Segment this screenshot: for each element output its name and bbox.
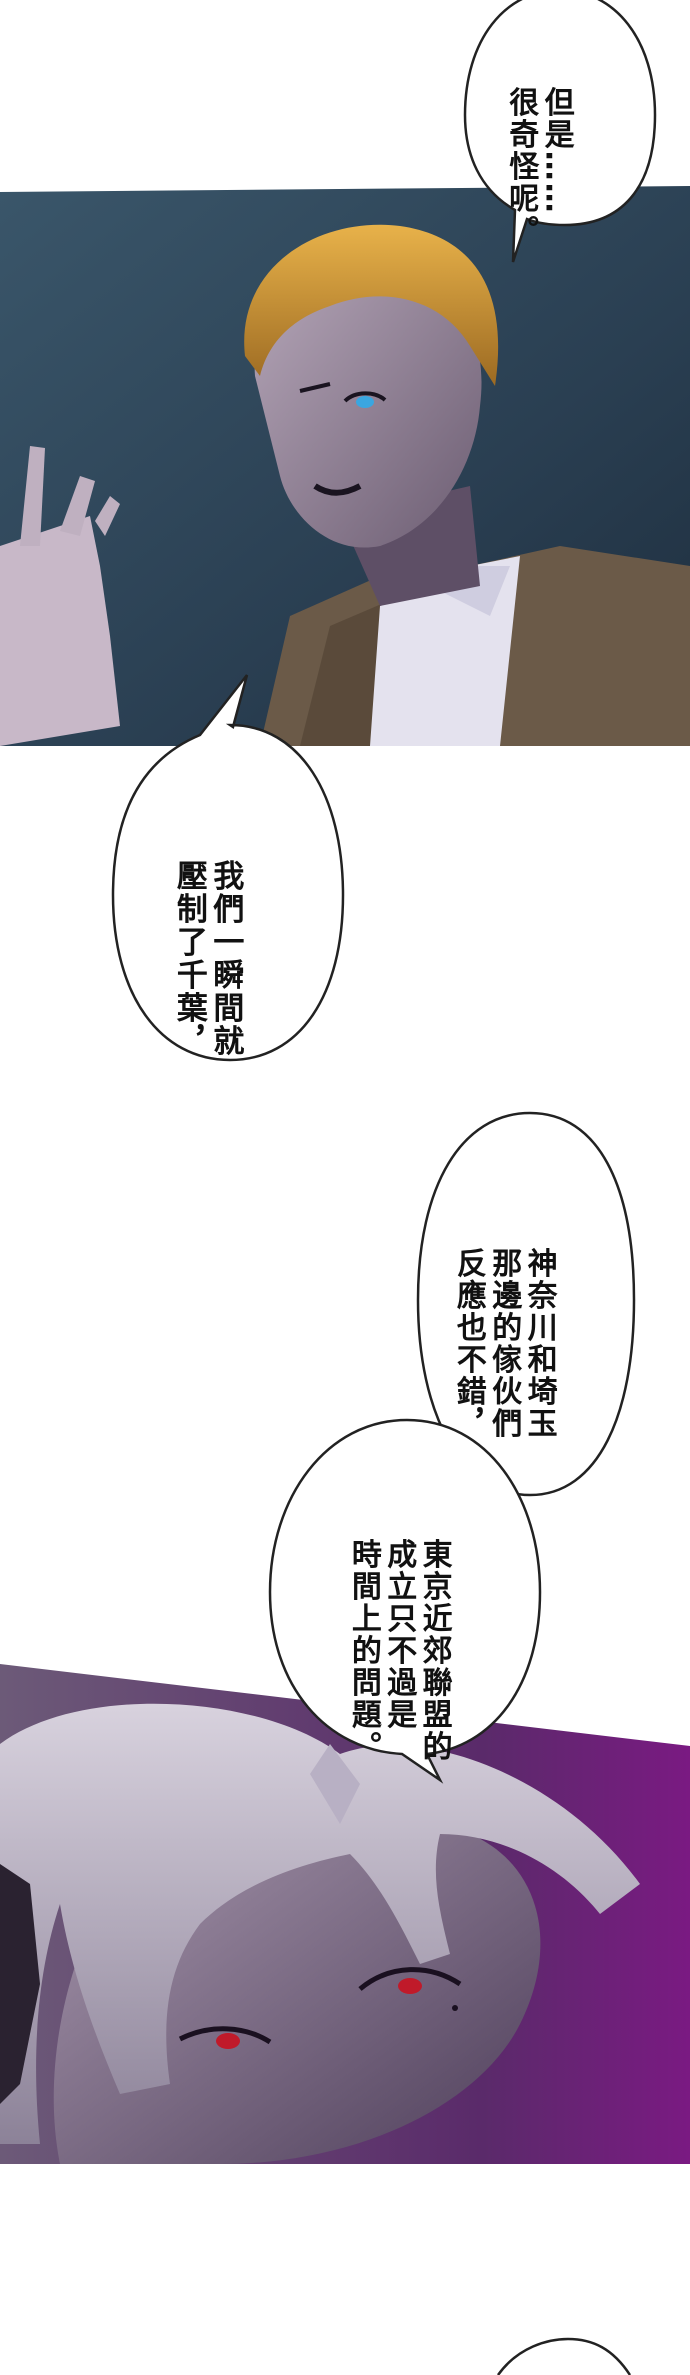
- bubble-4-line-1: 東京近郊聯盟的: [416, 1538, 452, 1763]
- bubble-2-text: 我們一瞬間就 壓制了千葉，: [134, 783, 280, 1058]
- speech-bubble-shape: [111, 674, 345, 1062]
- speech-bubble-shape: [268, 1418, 542, 1784]
- speech-bubble-2: 我們一瞬間就 壓制了千葉，: [105, 665, 350, 1070]
- bubble-3-line-3: 反應也不錯，: [450, 1247, 486, 1440]
- bubble-3-line-1: 神奈川和埼玉: [521, 1247, 557, 1440]
- bubble-1-line-2: 很奇怪呢。: [503, 86, 539, 247]
- bubble-4-line-3: 時間上的問題。: [345, 1538, 381, 1763]
- silver-hair-illustration: [0, 1664, 690, 2164]
- speech-bubble-shape: [416, 1111, 636, 1497]
- bubble-4-line-2: 成立只不過是: [381, 1538, 417, 1731]
- bubble-1-text: 但是…… 很奇怪呢。: [467, 12, 609, 247]
- blonde-man-illustration: [0, 186, 690, 746]
- speech-bubble-partial: [488, 2335, 638, 2375]
- bubble-2-line-2: 壓制了千葉，: [170, 859, 207, 1058]
- panel-silver-hair: [0, 1664, 690, 2164]
- bubble-1-line-1: 但是……: [538, 86, 574, 215]
- bubble-2-line-1: 我們一瞬間就: [207, 859, 244, 1058]
- speech-bubble-4: 東京近郊聯盟的 成立只不過是 時間上的問題。: [262, 1412, 547, 1787]
- bubble-3-text: 神奈川和埼玉 那邊的傢伙們 反應也不錯，: [415, 1173, 592, 1440]
- bubble-3-line-2: 那邊的傢伙們: [486, 1247, 522, 1440]
- speech-bubble-shape: [496, 2337, 632, 2375]
- speech-bubble-shape: [463, 0, 657, 263]
- speech-bubble-1: 但是…… 很奇怪呢。: [455, 0, 665, 280]
- speech-bubble-3: 神奈川和埼玉 那邊的傢伙們 反應也不錯，: [410, 1105, 640, 1505]
- bubble-4-text: 東京近郊聯盟的 成立只不過是 時間上的問題。: [310, 1464, 487, 1763]
- panel-blonde-man: [0, 186, 690, 746]
